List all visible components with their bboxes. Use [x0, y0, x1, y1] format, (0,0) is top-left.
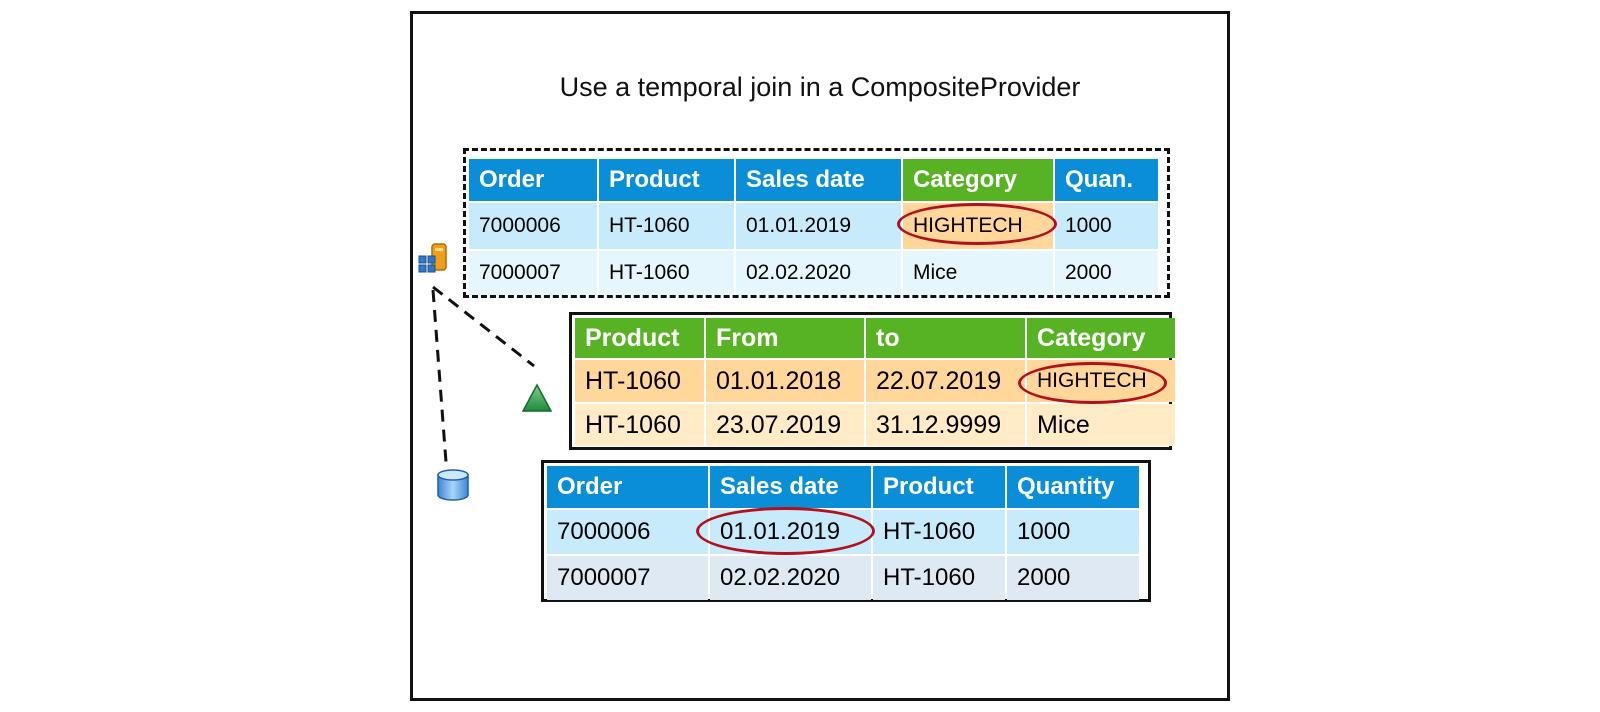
- masterdata-header-category: Category: [1027, 318, 1175, 358]
- cell: 02.02.2020: [710, 556, 871, 600]
- cell: 22.07.2019: [866, 360, 1025, 402]
- composite-header-product: Product: [599, 159, 734, 201]
- master-data-triangle-icon: [521, 383, 553, 412]
- sales-header-sales-date: Sales date: [710, 466, 871, 508]
- cell: 01.01.2018: [706, 360, 864, 402]
- cell: Mice: [1027, 404, 1175, 446]
- cell: HT-1060: [575, 404, 704, 446]
- cell: 7000006: [547, 510, 708, 554]
- cell: Mice: [903, 251, 1053, 295]
- composite-provider-box: [463, 148, 1170, 298]
- cell: 02.02.2020: [736, 251, 901, 295]
- composite-header-category: Category: [903, 159, 1053, 201]
- diagram-title: Use a temporal join in a CompositeProvid…: [559, 72, 1081, 102]
- table-row: 7000007 02.02.2020 HT-1060 2000: [547, 556, 1139, 600]
- masterdata-header-from: From: [706, 318, 864, 358]
- cell: HT-1060: [873, 510, 1005, 554]
- sales-header-order: Order: [547, 466, 708, 508]
- composite-header-quantity: Quan.: [1055, 159, 1158, 201]
- cell: 1000: [1055, 203, 1158, 249]
- masterdata-header-product: Product: [575, 318, 704, 358]
- highlight-ellipse-masterdata-category: [1018, 362, 1167, 404]
- highlight-ellipse-sales-date: [696, 507, 875, 555]
- cell: HT-1060: [873, 556, 1005, 600]
- composite-provider-icon: [418, 243, 447, 273]
- database-cylinder-icon: [437, 469, 469, 501]
- cell: HT-1060: [575, 360, 704, 402]
- cell: 7000007: [469, 251, 597, 295]
- composite-header-order: Order: [469, 159, 597, 201]
- sales-header-product: Product: [873, 466, 1005, 508]
- cell: HT-1060: [599, 251, 734, 295]
- highlight-ellipse-composite-category: [897, 203, 1057, 245]
- cell: 1000: [1007, 510, 1139, 554]
- cell: 01.01.2019: [736, 203, 901, 249]
- cell: 23.07.2019: [706, 404, 864, 446]
- table-row: 7000007 HT-1060 02.02.2020 Mice 2000: [469, 251, 1158, 295]
- composite-table: Order Product Sales date Category Quan. …: [467, 157, 1160, 297]
- cell: HT-1060: [599, 203, 734, 249]
- cell: 7000007: [547, 556, 708, 600]
- composite-header-sales-date: Sales date: [736, 159, 901, 201]
- masterdata-header-to: to: [866, 318, 1025, 358]
- sales-header-quantity: Quantity: [1007, 466, 1139, 508]
- connector-to-masterdata: [432, 285, 535, 368]
- connector-to-datastore: [431, 289, 448, 463]
- cell: 7000006: [469, 203, 597, 249]
- cell: 2000: [1007, 556, 1139, 600]
- cell: 31.12.9999: [866, 404, 1025, 446]
- cell: 2000: [1055, 251, 1158, 295]
- table-row: HT-1060 23.07.2019 31.12.9999 Mice: [575, 404, 1175, 446]
